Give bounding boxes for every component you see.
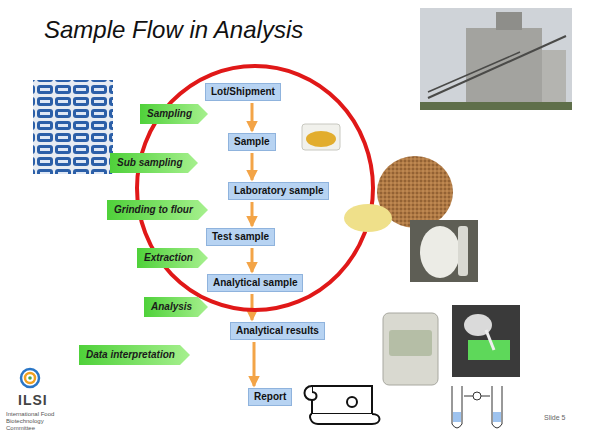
stage-label: Test sample <box>212 231 269 242</box>
step-tag: Sampling <box>140 104 207 124</box>
tag-arrow <box>79 345 190 365</box>
conveyor <box>428 36 566 98</box>
logo-ring <box>25 373 35 383</box>
elevator-photo <box>420 8 572 110</box>
flow-arrow <box>253 342 256 386</box>
logo-ring <box>21 369 39 387</box>
stage-box: Test sample <box>206 228 275 246</box>
stage-label: Laboratory sample <box>234 185 323 196</box>
logo-dot <box>28 376 32 380</box>
stage-box: Analytical sample <box>207 274 303 292</box>
step-tag: Sub sampling <box>110 153 198 173</box>
report-scroll <box>305 386 380 424</box>
step-label: Data interpretation <box>86 349 175 360</box>
stage-box: Sample <box>228 133 276 151</box>
step-tag: Extraction <box>137 248 208 268</box>
stage-box: Report <box>248 388 292 406</box>
tower <box>496 12 522 30</box>
stage-box: Laboratory sample <box>228 182 329 200</box>
stage-box: Lot/Shipment <box>205 83 281 101</box>
leader <box>464 396 473 397</box>
liquid <box>493 412 501 422</box>
flow-arrow <box>251 248 254 272</box>
symbol <box>473 392 481 400</box>
ilsi-logo <box>21 369 39 387</box>
tag-arrow <box>107 200 208 220</box>
step-label: Sampling <box>147 108 192 119</box>
ground <box>420 102 572 110</box>
tag-arrow <box>140 104 208 124</box>
conveyor <box>428 52 520 92</box>
flow-arrow <box>251 153 254 180</box>
stage-box: Analytical results <box>230 322 325 340</box>
window <box>389 330 432 356</box>
tag-arrow <box>144 297 208 317</box>
pipette <box>486 330 494 350</box>
machine <box>383 313 438 385</box>
extraction-photo <box>410 220 478 282</box>
photo-ground <box>410 220 478 282</box>
glove <box>420 226 460 278</box>
grain <box>306 131 336 147</box>
step-label: Analysis <box>151 301 192 312</box>
flow-arrow <box>251 294 254 320</box>
analyser-photo <box>383 313 438 385</box>
test-tubes-sketch <box>452 386 502 428</box>
stage-label: Analytical results <box>236 325 319 336</box>
stage-label: Report <box>254 391 286 402</box>
flow-arrow <box>251 103 254 131</box>
step-tag: Grinding to flour <box>107 200 208 220</box>
tube <box>458 226 468 276</box>
stage-label: Analytical sample <box>213 277 297 288</box>
stage-label: Lot/Shipment <box>211 86 275 97</box>
organisation-name: International Food Biotechnology Committ… <box>6 411 70 432</box>
step-label: Grinding to flour <box>114 204 193 215</box>
tag-arrow <box>110 153 198 173</box>
bag <box>302 124 340 150</box>
photo-ground <box>452 305 520 377</box>
sample-bag-photo <box>302 124 340 150</box>
sheet <box>312 386 372 414</box>
sky <box>420 8 572 110</box>
step-tag: Data interpretation <box>79 345 190 365</box>
slide-number: Slide 5 <box>544 414 565 421</box>
logo-text: ILSI <box>18 392 48 408</box>
seal <box>347 397 357 407</box>
liquid <box>453 412 461 422</box>
slide-title: Sample Flow in Analysis <box>44 16 303 44</box>
silo <box>466 28 542 104</box>
tag-arrow <box>137 248 208 268</box>
highlight-ring <box>137 66 373 310</box>
tray <box>468 340 510 360</box>
flow-arrow <box>251 202 254 226</box>
step-label: Extraction <box>144 252 193 263</box>
flour-photo <box>344 204 392 232</box>
bags-photo <box>33 80 113 174</box>
tube <box>452 386 462 428</box>
stage-label: Sample <box>234 136 270 147</box>
curl <box>310 414 380 424</box>
pipetting-photo <box>452 305 520 377</box>
curl <box>305 386 317 400</box>
leader <box>481 396 490 397</box>
step-tag: Analysis <box>144 297 207 317</box>
tube <box>492 386 502 428</box>
silo <box>542 50 566 104</box>
step-label: Sub sampling <box>117 157 183 168</box>
